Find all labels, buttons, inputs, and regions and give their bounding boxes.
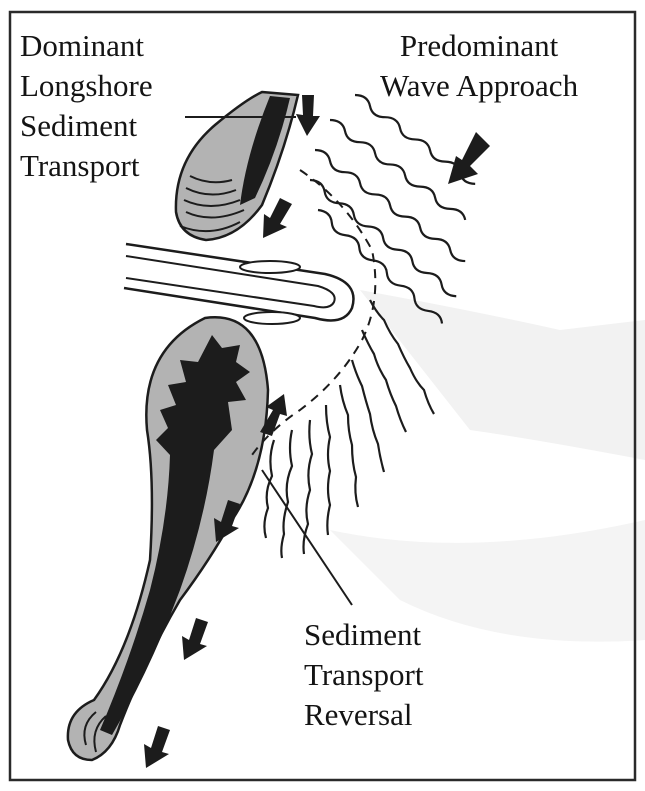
label-line: Transport [20, 146, 153, 186]
label-line: Reversal [304, 695, 423, 735]
label-line: Sediment [20, 106, 153, 146]
label-line: Transport [304, 655, 423, 695]
label-line: Dominant [20, 26, 153, 66]
label-dominant-longshore-sediment-transport: Dominant Longshore Sediment Transport [20, 26, 153, 186]
label-line: Longshore [20, 66, 153, 106]
label-predominant-wave-approach: Predominant Wave Approach [380, 26, 578, 106]
label-sediment-transport-reversal: Sediment Transport Reversal [304, 615, 423, 735]
label-line: Wave Approach [380, 66, 578, 106]
label-line: Sediment [304, 615, 423, 655]
label-line: Predominant [380, 26, 578, 66]
